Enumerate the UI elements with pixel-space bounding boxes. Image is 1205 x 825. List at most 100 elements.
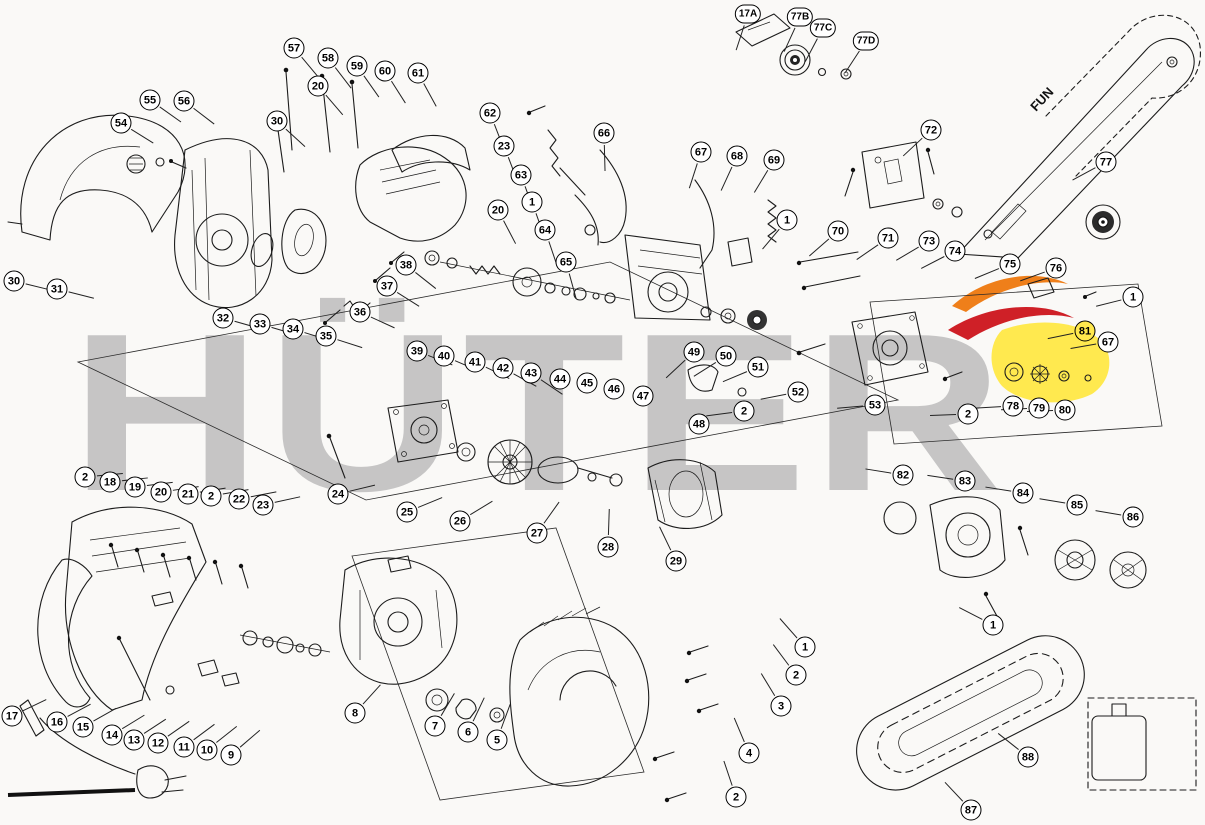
part-callout-10[interactable]: 10 [196,739,218,761]
part-callout-47[interactable]: 47 [632,385,654,407]
part-callout-29[interactable]: 29 [665,550,687,572]
part-callout-46[interactable]: 46 [603,378,625,400]
part-callout-1[interactable]: 1 [794,636,816,658]
part-callout-41[interactable]: 41 [464,351,486,373]
part-callout-66[interactable]: 66 [593,122,615,144]
part-callout-54[interactable]: 54 [110,112,132,134]
part-callout-88[interactable]: 88 [1017,746,1039,768]
part-callout-77B[interactable]: 77B [786,7,814,27]
part-callout-28[interactable]: 28 [597,536,619,558]
part-callout-53[interactable]: 53 [864,394,886,416]
part-callout-17[interactable]: 17 [1,705,23,727]
part-callout-15[interactable]: 15 [72,716,94,738]
part-callout-75[interactable]: 75 [999,253,1021,275]
part-callout-23[interactable]: 23 [493,135,515,157]
part-callout-73[interactable]: 73 [918,230,940,252]
part-callout-42[interactable]: 42 [492,357,514,379]
part-callout-1[interactable]: 1 [1122,286,1144,308]
part-callout-35[interactable]: 35 [315,325,337,347]
part-callout-81[interactable]: 81 [1074,320,1096,342]
part-callout-23[interactable]: 23 [252,494,274,516]
part-callout-61[interactable]: 61 [407,62,429,84]
part-callout-86[interactable]: 86 [1122,506,1144,528]
part-callout-51[interactable]: 51 [747,356,769,378]
part-callout-31[interactable]: 31 [46,278,68,300]
part-callout-65[interactable]: 65 [555,251,577,273]
part-callout-43[interactable]: 43 [520,362,542,384]
part-callout-52[interactable]: 52 [787,381,809,403]
part-callout-20[interactable]: 20 [307,75,329,97]
part-callout-9[interactable]: 9 [220,744,242,766]
part-callout-26[interactable]: 26 [449,510,471,532]
part-callout-76[interactable]: 76 [1045,257,1067,279]
part-callout-71[interactable]: 71 [877,227,899,249]
part-callout-79[interactable]: 79 [1028,397,1050,419]
part-callout-30[interactable]: 30 [3,270,25,292]
part-callout-77C[interactable]: 77C [809,18,837,38]
part-callout-2[interactable]: 2 [725,786,747,808]
part-callout-5[interactable]: 5 [486,729,508,751]
part-callout-83[interactable]: 83 [954,470,976,492]
part-callout-27[interactable]: 27 [526,522,548,544]
part-callout-18[interactable]: 18 [99,471,121,493]
part-callout-58[interactable]: 58 [317,47,339,69]
part-callout-17A[interactable]: 17A [734,4,762,24]
part-callout-3[interactable]: 3 [770,695,792,717]
part-callout-85[interactable]: 85 [1066,494,1088,516]
part-callout-77[interactable]: 77 [1095,151,1117,173]
part-callout-82[interactable]: 82 [892,464,914,486]
part-callout-78[interactable]: 78 [1002,395,1024,417]
part-callout-14[interactable]: 14 [101,724,123,746]
part-callout-13[interactable]: 13 [123,729,145,751]
part-callout-84[interactable]: 84 [1012,482,1034,504]
part-callout-20[interactable]: 20 [150,481,172,503]
part-callout-59[interactable]: 59 [346,55,368,77]
part-callout-55[interactable]: 55 [139,89,161,111]
part-callout-8[interactable]: 8 [344,702,366,724]
part-callout-39[interactable]: 39 [406,340,428,362]
part-callout-16[interactable]: 16 [46,711,68,733]
part-callout-80[interactable]: 80 [1054,399,1076,421]
part-callout-32[interactable]: 32 [212,307,234,329]
part-callout-63[interactable]: 63 [510,164,532,186]
part-callout-21[interactable]: 21 [177,483,199,505]
part-callout-37[interactable]: 37 [376,275,398,297]
part-callout-22[interactable]: 22 [228,488,250,510]
part-callout-7[interactable]: 7 [424,715,446,737]
part-callout-45[interactable]: 45 [576,372,598,394]
part-callout-12[interactable]: 12 [147,732,169,754]
part-callout-2[interactable]: 2 [957,403,979,425]
part-callout-56[interactable]: 56 [173,90,195,112]
part-callout-33[interactable]: 33 [249,313,271,335]
part-callout-69[interactable]: 69 [763,149,785,171]
part-callout-68[interactable]: 68 [726,145,748,167]
part-callout-64[interactable]: 64 [534,219,556,241]
part-callout-72[interactable]: 72 [920,119,942,141]
part-callout-67[interactable]: 67 [1097,331,1119,353]
part-callout-77D[interactable]: 77D [852,31,880,51]
part-callout-2[interactable]: 2 [785,664,807,686]
part-callout-2[interactable]: 2 [74,466,96,488]
part-callout-44[interactable]: 44 [549,368,571,390]
part-callout-38[interactable]: 38 [395,254,417,276]
part-callout-19[interactable]: 19 [124,476,146,498]
part-callout-2[interactable]: 2 [200,485,222,507]
part-callout-70[interactable]: 70 [827,220,849,242]
part-callout-34[interactable]: 34 [282,318,304,340]
part-callout-1[interactable]: 1 [982,614,1004,636]
part-callout-60[interactable]: 60 [374,60,396,82]
part-callout-67[interactable]: 67 [690,141,712,163]
part-callout-87[interactable]: 87 [960,799,982,821]
part-callout-11[interactable]: 11 [173,736,195,758]
part-callout-50[interactable]: 50 [715,345,737,367]
part-callout-36[interactable]: 36 [349,301,371,323]
part-callout-40[interactable]: 40 [433,345,455,367]
part-callout-1[interactable]: 1 [776,209,798,231]
part-callout-48[interactable]: 48 [688,413,710,435]
part-callout-57[interactable]: 57 [283,37,305,59]
part-callout-74[interactable]: 74 [944,240,966,262]
part-callout-30[interactable]: 30 [266,110,288,132]
part-callout-4[interactable]: 4 [738,742,760,764]
part-callout-25[interactable]: 25 [396,501,418,523]
part-callout-2[interactable]: 2 [733,400,755,422]
